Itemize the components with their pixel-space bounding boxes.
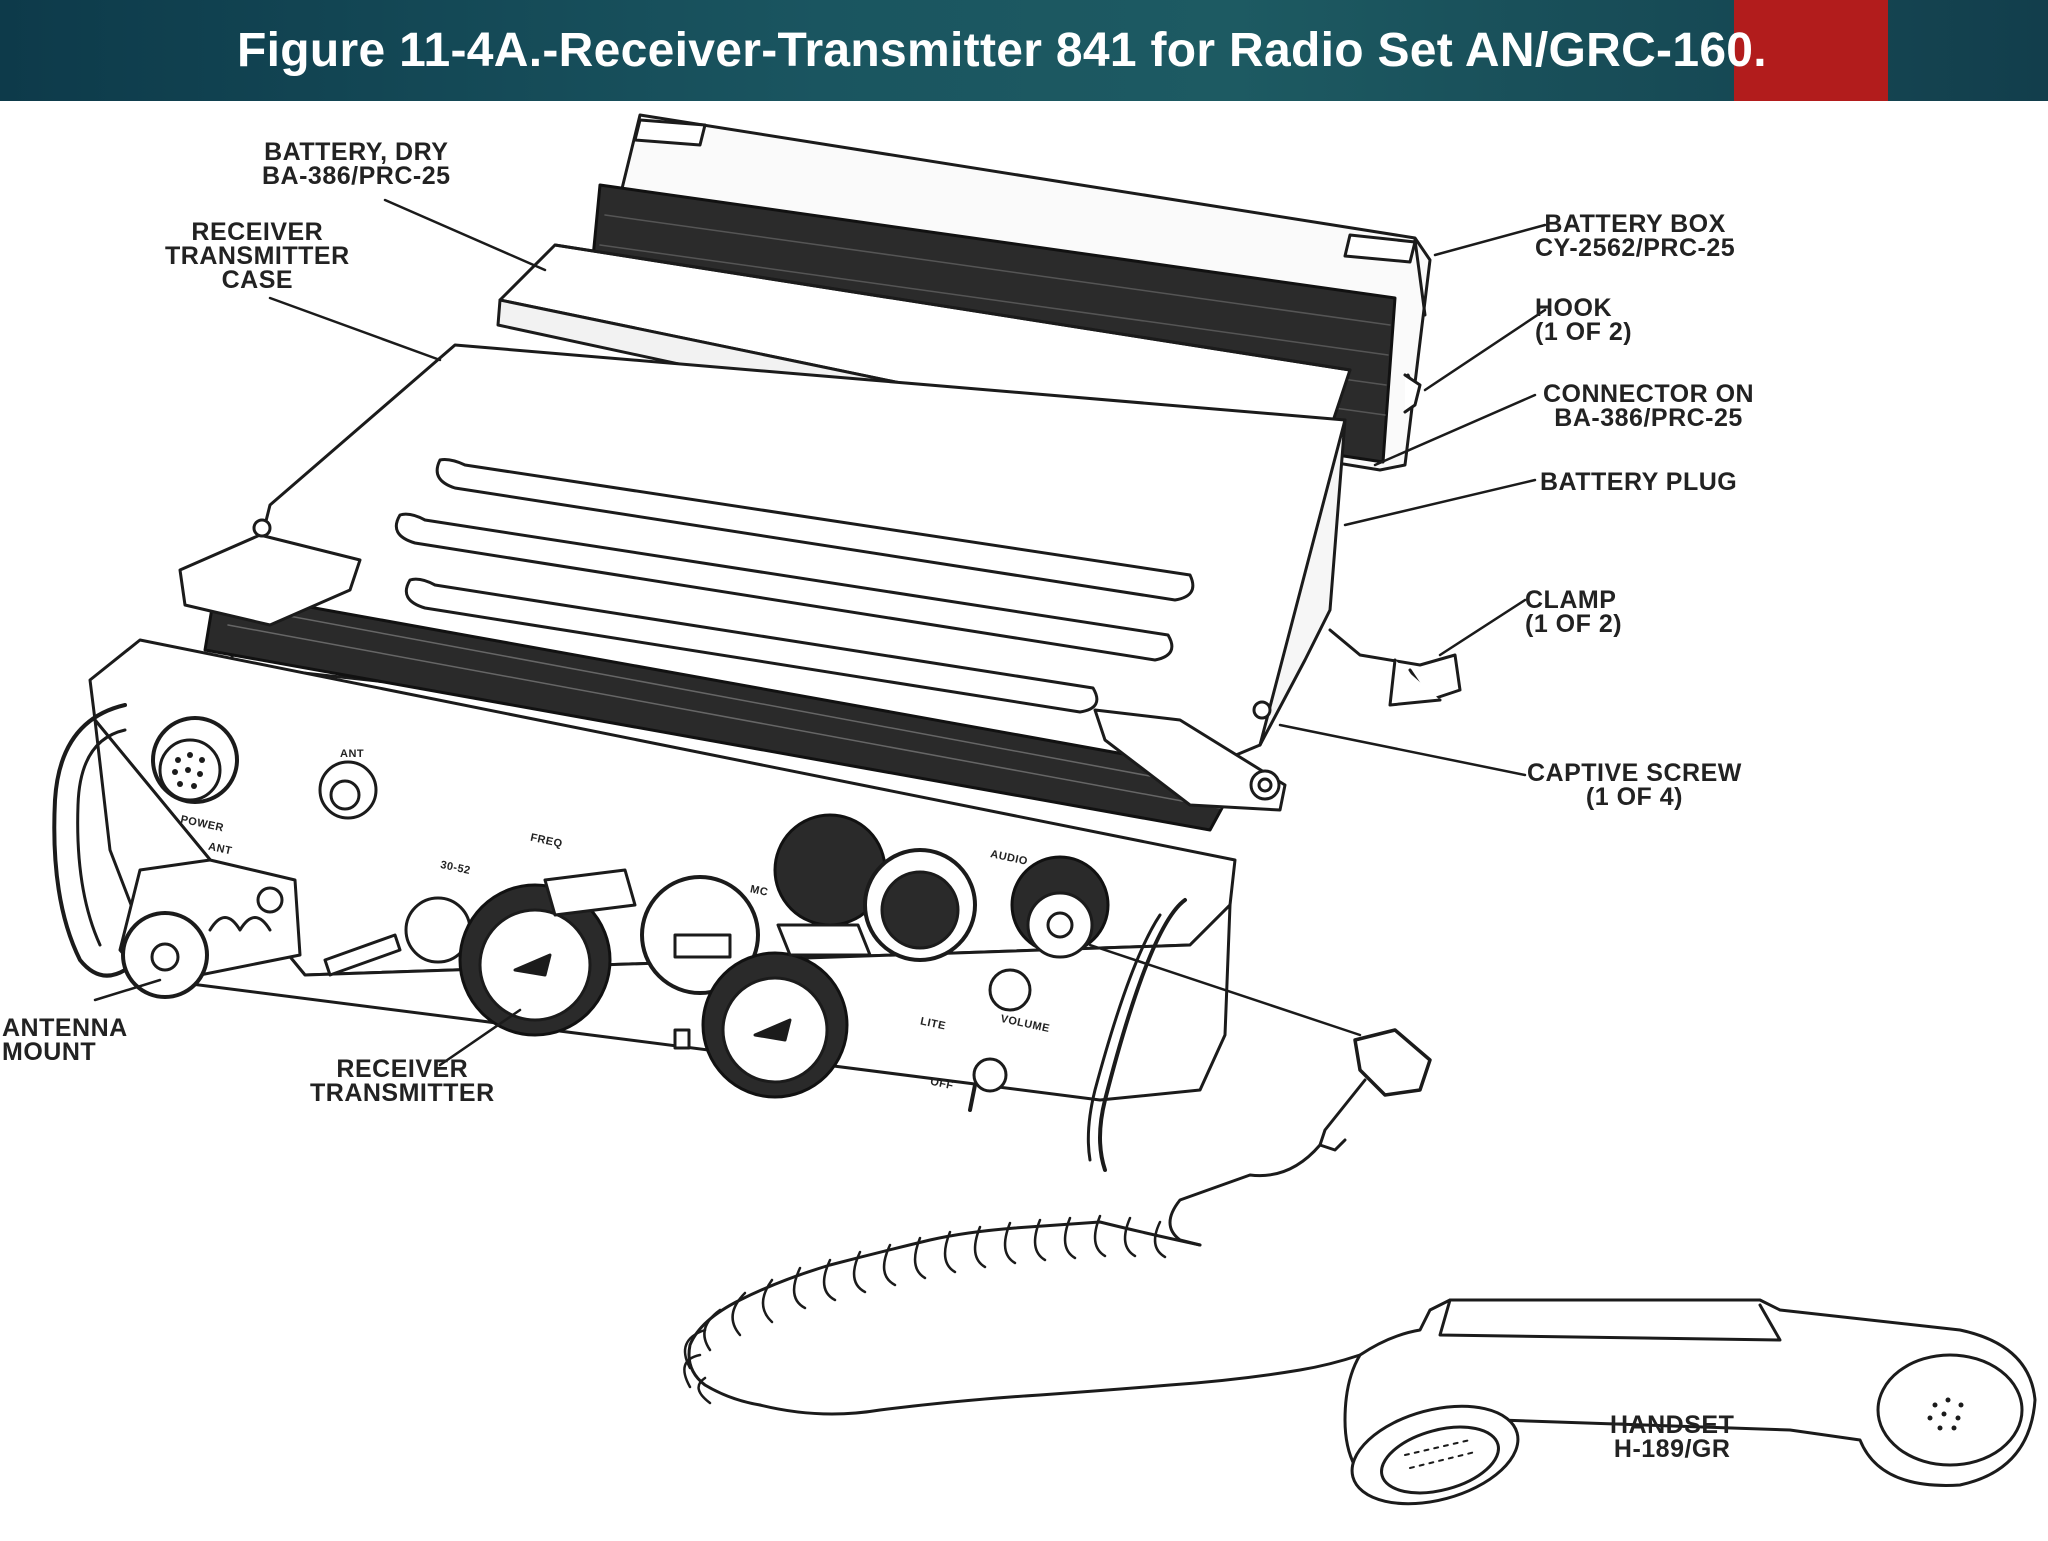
receiver-transmitter-case <box>203 343 1347 832</box>
callout-line: CAPTIVE SCREW <box>1527 759 1742 787</box>
callout-hook: HOOK (1 OF 2) <box>1535 294 1633 346</box>
callout-handset: HANDSET H-189/GR <box>1610 1411 1735 1463</box>
callout-line: RECEIVER <box>336 1055 469 1083</box>
callout-line: BATTERY PLUG <box>1540 468 1738 496</box>
front-panel <box>52 638 1287 1172</box>
callout-line: H-189/GR <box>1613 1435 1731 1463</box>
callout-line: BATTERY BOX <box>1544 210 1726 238</box>
callout-receiver-transmitter: RECEIVER TRANSMITTER <box>310 1055 495 1107</box>
callout-line: (1 OF 2) <box>1535 318 1633 346</box>
callout-line: CLAMP <box>1525 586 1617 614</box>
callout-line: BA-386/PRC-25 <box>1554 404 1743 432</box>
callout-line: CASE <box>221 266 294 294</box>
handset <box>1343 1298 2037 1506</box>
radio-drawing <box>52 113 2037 1506</box>
callout-line: (1 OF 2) <box>1525 610 1623 638</box>
title-accent-block <box>1734 0 1888 101</box>
panel-label-ant-top: ANT <box>340 748 365 760</box>
callout-battery-plug: BATTERY PLUG <box>1540 468 1738 496</box>
figure-title-text: Figure 11-4A.-Receiver-Transmitter 841 f… <box>237 24 1767 77</box>
handset-cord <box>683 943 1432 1416</box>
callout-line: TRANSMITTER <box>310 1079 495 1107</box>
title-bar <box>0 0 2048 101</box>
figure-title: Figure 11-4A.-Receiver-Transmitter 841 f… <box>0 0 2048 101</box>
callout-line: RECEIVER <box>191 218 324 246</box>
leader-lines <box>93 198 1547 1067</box>
callout-line: BATTERY, DRY <box>264 138 449 166</box>
callout-antenna-mount: ANTENNA MOUNT <box>2 1014 128 1066</box>
callout-line: TRANSMITTER <box>165 242 350 270</box>
radio-illustration: BATTERY, DRY BA-386/PRC-25 RECEIVER TRAN… <box>0 101 2048 1536</box>
callout-line: HANDSET <box>1610 1411 1735 1439</box>
callout-line: ANTENNA <box>2 1014 128 1042</box>
callout-line: BA-386/PRC-25 <box>262 162 451 190</box>
callout-clamp: CLAMP (1 OF 2) <box>1525 586 1623 638</box>
callout-line: CONNECTOR ON <box>1543 380 1755 408</box>
callout-line: (1 OF 4) <box>1585 783 1683 811</box>
callout-line: MOUNT <box>2 1038 97 1066</box>
callout-line: HOOK <box>1535 294 1612 322</box>
callout-captive-screw: CAPTIVE SCREW (1 OF 4) <box>1527 759 1742 811</box>
callout-line: CY-2562/PRC-25 <box>1535 234 1736 262</box>
callout-battery-box: BATTERY BOX CY-2562/PRC-25 <box>1535 210 1736 262</box>
callout-receiver-transmitter-case: RECEIVER TRANSMITTER CASE <box>165 218 350 294</box>
callout-connector-on: CONNECTOR ON BA-386/PRC-25 <box>1543 380 1755 432</box>
callout-battery-dry: BATTERY, DRY BA-386/PRC-25 <box>262 138 451 190</box>
